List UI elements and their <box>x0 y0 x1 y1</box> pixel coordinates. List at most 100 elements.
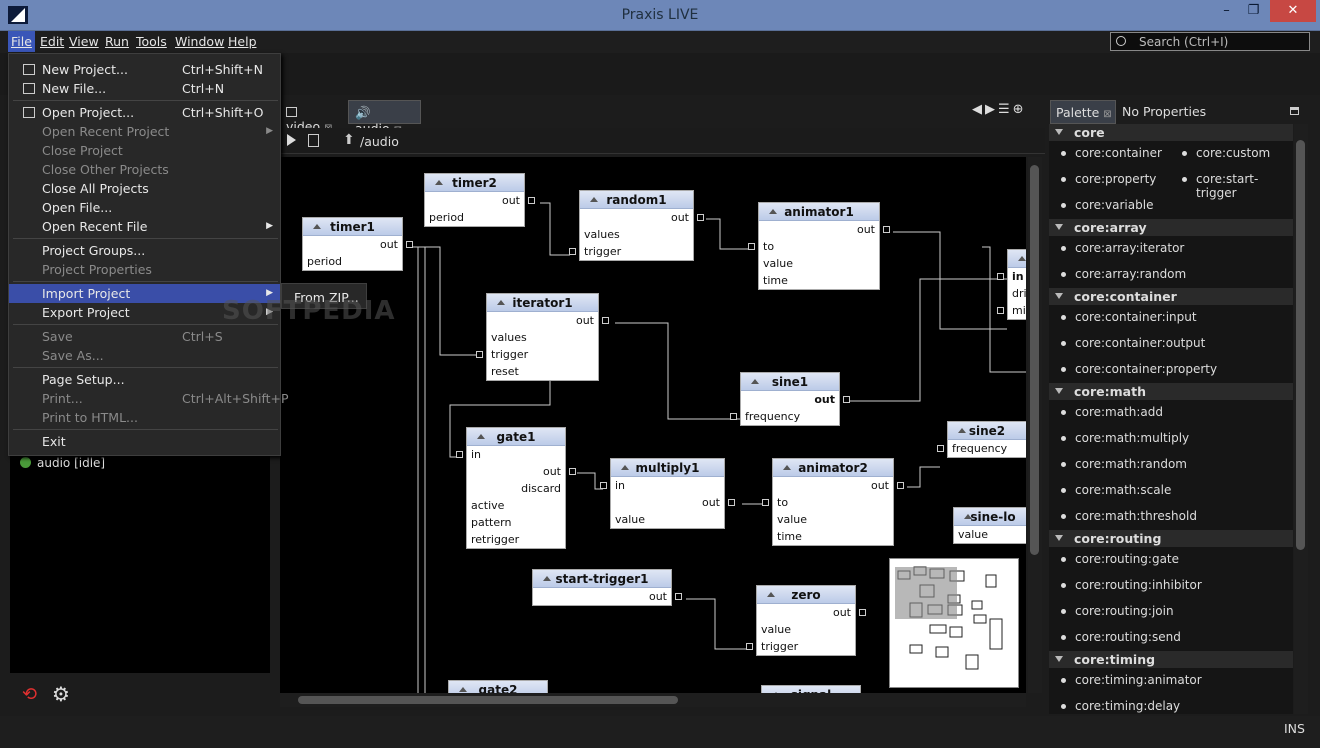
menu-run[interactable]: Run <box>105 34 129 49</box>
palette-item[interactable]: core:routing:inhibitor <box>1061 578 1202 592</box>
palette-item[interactable]: core:custom <box>1181 146 1271 160</box>
port-frequency[interactable]: frequency <box>730 408 839 425</box>
port-value[interactable]: value <box>777 513 808 526</box>
tab-audio[interactable]: 🔊audio⊠ <box>348 100 421 136</box>
palette-category-routing[interactable]: core:routing <box>1049 530 1293 547</box>
port-discard[interactable]: discard <box>521 482 561 495</box>
menu-item-exit[interactable]: Exit <box>42 434 66 449</box>
palette-category-container[interactable]: core:container <box>1049 288 1293 305</box>
port-out[interactable]: out <box>580 209 704 226</box>
palette-item[interactable]: core:routing:join <box>1061 604 1174 618</box>
port-period[interactable]: period <box>307 255 343 268</box>
project-item-audio[interactable]: audio [idle] <box>20 456 105 470</box>
port-value[interactable]: value <box>763 257 794 270</box>
palette-item[interactable]: core:container:property <box>1060 362 1218 376</box>
port-frequency[interactable]: frequency <box>937 440 1026 457</box>
port-active[interactable]: active <box>471 499 505 512</box>
node-mixer[interactable]: in driv mix <box>997 249 1026 320</box>
port-out[interactable]: out <box>741 391 850 408</box>
node-sine2[interactable]: sine2 frequency <box>937 421 1026 458</box>
port-out[interactable]: out <box>303 236 413 253</box>
menu-view[interactable]: View <box>69 34 99 49</box>
palette-item[interactable]: core:math:add <box>1060 405 1164 419</box>
menu-item-close-all-projects[interactable]: Close All Projects <box>42 181 149 196</box>
port-out[interactable]: out <box>533 588 682 605</box>
port-value[interactable]: value <box>615 513 646 526</box>
palette-item[interactable]: core:variable <box>1060 198 1154 212</box>
minimize-panel-icon[interactable] <box>1290 107 1299 115</box>
port-value[interactable]: value <box>958 528 989 541</box>
gear-icon[interactable]: ⚙ <box>52 682 70 706</box>
document-icon[interactable] <box>308 134 319 147</box>
palette-item[interactable]: core:container <box>1061 146 1162 160</box>
palette-item[interactable]: core:math:multiply <box>1060 431 1190 445</box>
menu-item-project-groups[interactable]: Project Groups... <box>42 243 146 258</box>
port-out[interactable]: out <box>611 494 735 511</box>
menu-item-from-zip[interactable]: From ZIP... <box>294 290 359 305</box>
port-out[interactable]: out <box>759 221 890 238</box>
graph-minimap[interactable] <box>889 558 1019 688</box>
port-in[interactable]: in <box>456 446 565 463</box>
node-multiply1[interactable]: multiply1 in out value <box>600 458 735 529</box>
palette-item[interactable]: core:math:threshold <box>1061 509 1197 523</box>
node-start-trigger1[interactable]: start-trigger1 out <box>532 569 682 606</box>
node-signal[interactable]: signal <box>761 685 861 693</box>
palette-category-timing[interactable]: core:timing <box>1049 651 1293 668</box>
port-retrigger[interactable]: retrigger <box>471 533 520 546</box>
node-timer1[interactable]: timer1 out period <box>302 217 413 271</box>
port-value[interactable]: value <box>761 623 792 636</box>
menu-item-import-project[interactable]: Import Project▶ <box>9 284 280 303</box>
canvas-horizontal-scrollbar[interactable] <box>280 693 1026 707</box>
menu-item-export-project[interactable]: Export Project▶ <box>42 305 273 320</box>
palette-item[interactable]: core:timing:delay <box>1060 699 1181 713</box>
menu-item-open-file[interactable]: Open File... <box>42 200 113 215</box>
palette-item[interactable]: core:timing:animator <box>1061 673 1202 687</box>
port-time[interactable]: time <box>777 530 802 543</box>
palette-item[interactable]: core:container:output <box>1060 336 1206 350</box>
menu-window[interactable]: Window <box>175 34 225 49</box>
port-period[interactable]: period <box>429 211 465 224</box>
node-sine1[interactable]: sine1 out frequency <box>730 372 850 426</box>
palette-category-math[interactable]: core:math <box>1049 383 1293 400</box>
port-trigger[interactable]: trigger <box>476 346 598 363</box>
node-timer2[interactable]: timer2 out period <box>424 173 535 227</box>
palette-item[interactable]: core:array:iterator <box>1060 241 1185 255</box>
refresh-icon[interactable]: ⟲ <box>22 684 38 705</box>
palette-scrollbar[interactable] <box>1294 124 1308 714</box>
canvas-vertical-scrollbar[interactable] <box>1028 157 1042 693</box>
palette-item[interactable]: core:container:input <box>1061 310 1197 324</box>
port-out[interactable]: out <box>757 604 866 621</box>
node-sine-lo[interactable]: sine-lo value <box>953 507 1026 544</box>
port-time[interactable]: time <box>763 274 788 287</box>
palette-item[interactable]: core:routing:send <box>1061 630 1181 644</box>
port-values[interactable]: values <box>584 228 620 241</box>
menu-help[interactable]: Help <box>228 34 257 49</box>
menu-tools[interactable]: Tools <box>136 34 167 49</box>
editor-nav-controls[interactable]: ◀▶☰⊕ <box>972 102 1027 117</box>
scroll-thumb[interactable] <box>1030 165 1039 555</box>
node-iterator1[interactable]: iterator1 out values trigger reset <box>476 293 609 381</box>
minimap-viewport[interactable] <box>895 567 957 619</box>
scroll-thumb[interactable] <box>298 696 678 704</box>
port-trigger[interactable]: trigger <box>569 243 693 260</box>
palette-item[interactable]: core:property <box>1060 172 1157 186</box>
port-to[interactable]: to <box>762 494 893 511</box>
graph-canvas[interactable]: timer1 out period timer2 out period rand… <box>280 157 1026 693</box>
port-reset[interactable]: reset <box>491 365 519 378</box>
menu-file[interactable]: File <box>8 31 35 52</box>
node-animator1[interactable]: animator1 out to value time <box>748 202 890 290</box>
minimize-button[interactable]: – <box>1223 3 1230 18</box>
palette-category-array[interactable]: core:array <box>1049 219 1293 236</box>
port-out[interactable]: out <box>425 192 535 209</box>
menu-item-page-setup[interactable]: Page Setup... <box>42 372 125 387</box>
maximize-button[interactable]: ❐ <box>1247 3 1260 18</box>
palette-item[interactable]: core:start-trigger <box>1182 172 1293 200</box>
node-gate1[interactable]: gate1 in out discard active pattern retr… <box>456 427 576 549</box>
port-mix[interactable]: mix <box>997 302 1026 319</box>
close-button[interactable]: ✕ <box>1270 0 1316 22</box>
menu-item-open-project[interactable]: Open Project...Ctrl+Shift+O <box>9 103 280 122</box>
search-input[interactable]: Search (Ctrl+I) <box>1110 32 1310 51</box>
node-animator2[interactable]: animator2 out to value time <box>762 458 904 546</box>
menu-item-new-file[interactable]: New File...Ctrl+N <box>9 79 280 98</box>
port-in[interactable]: in <box>997 268 1026 285</box>
